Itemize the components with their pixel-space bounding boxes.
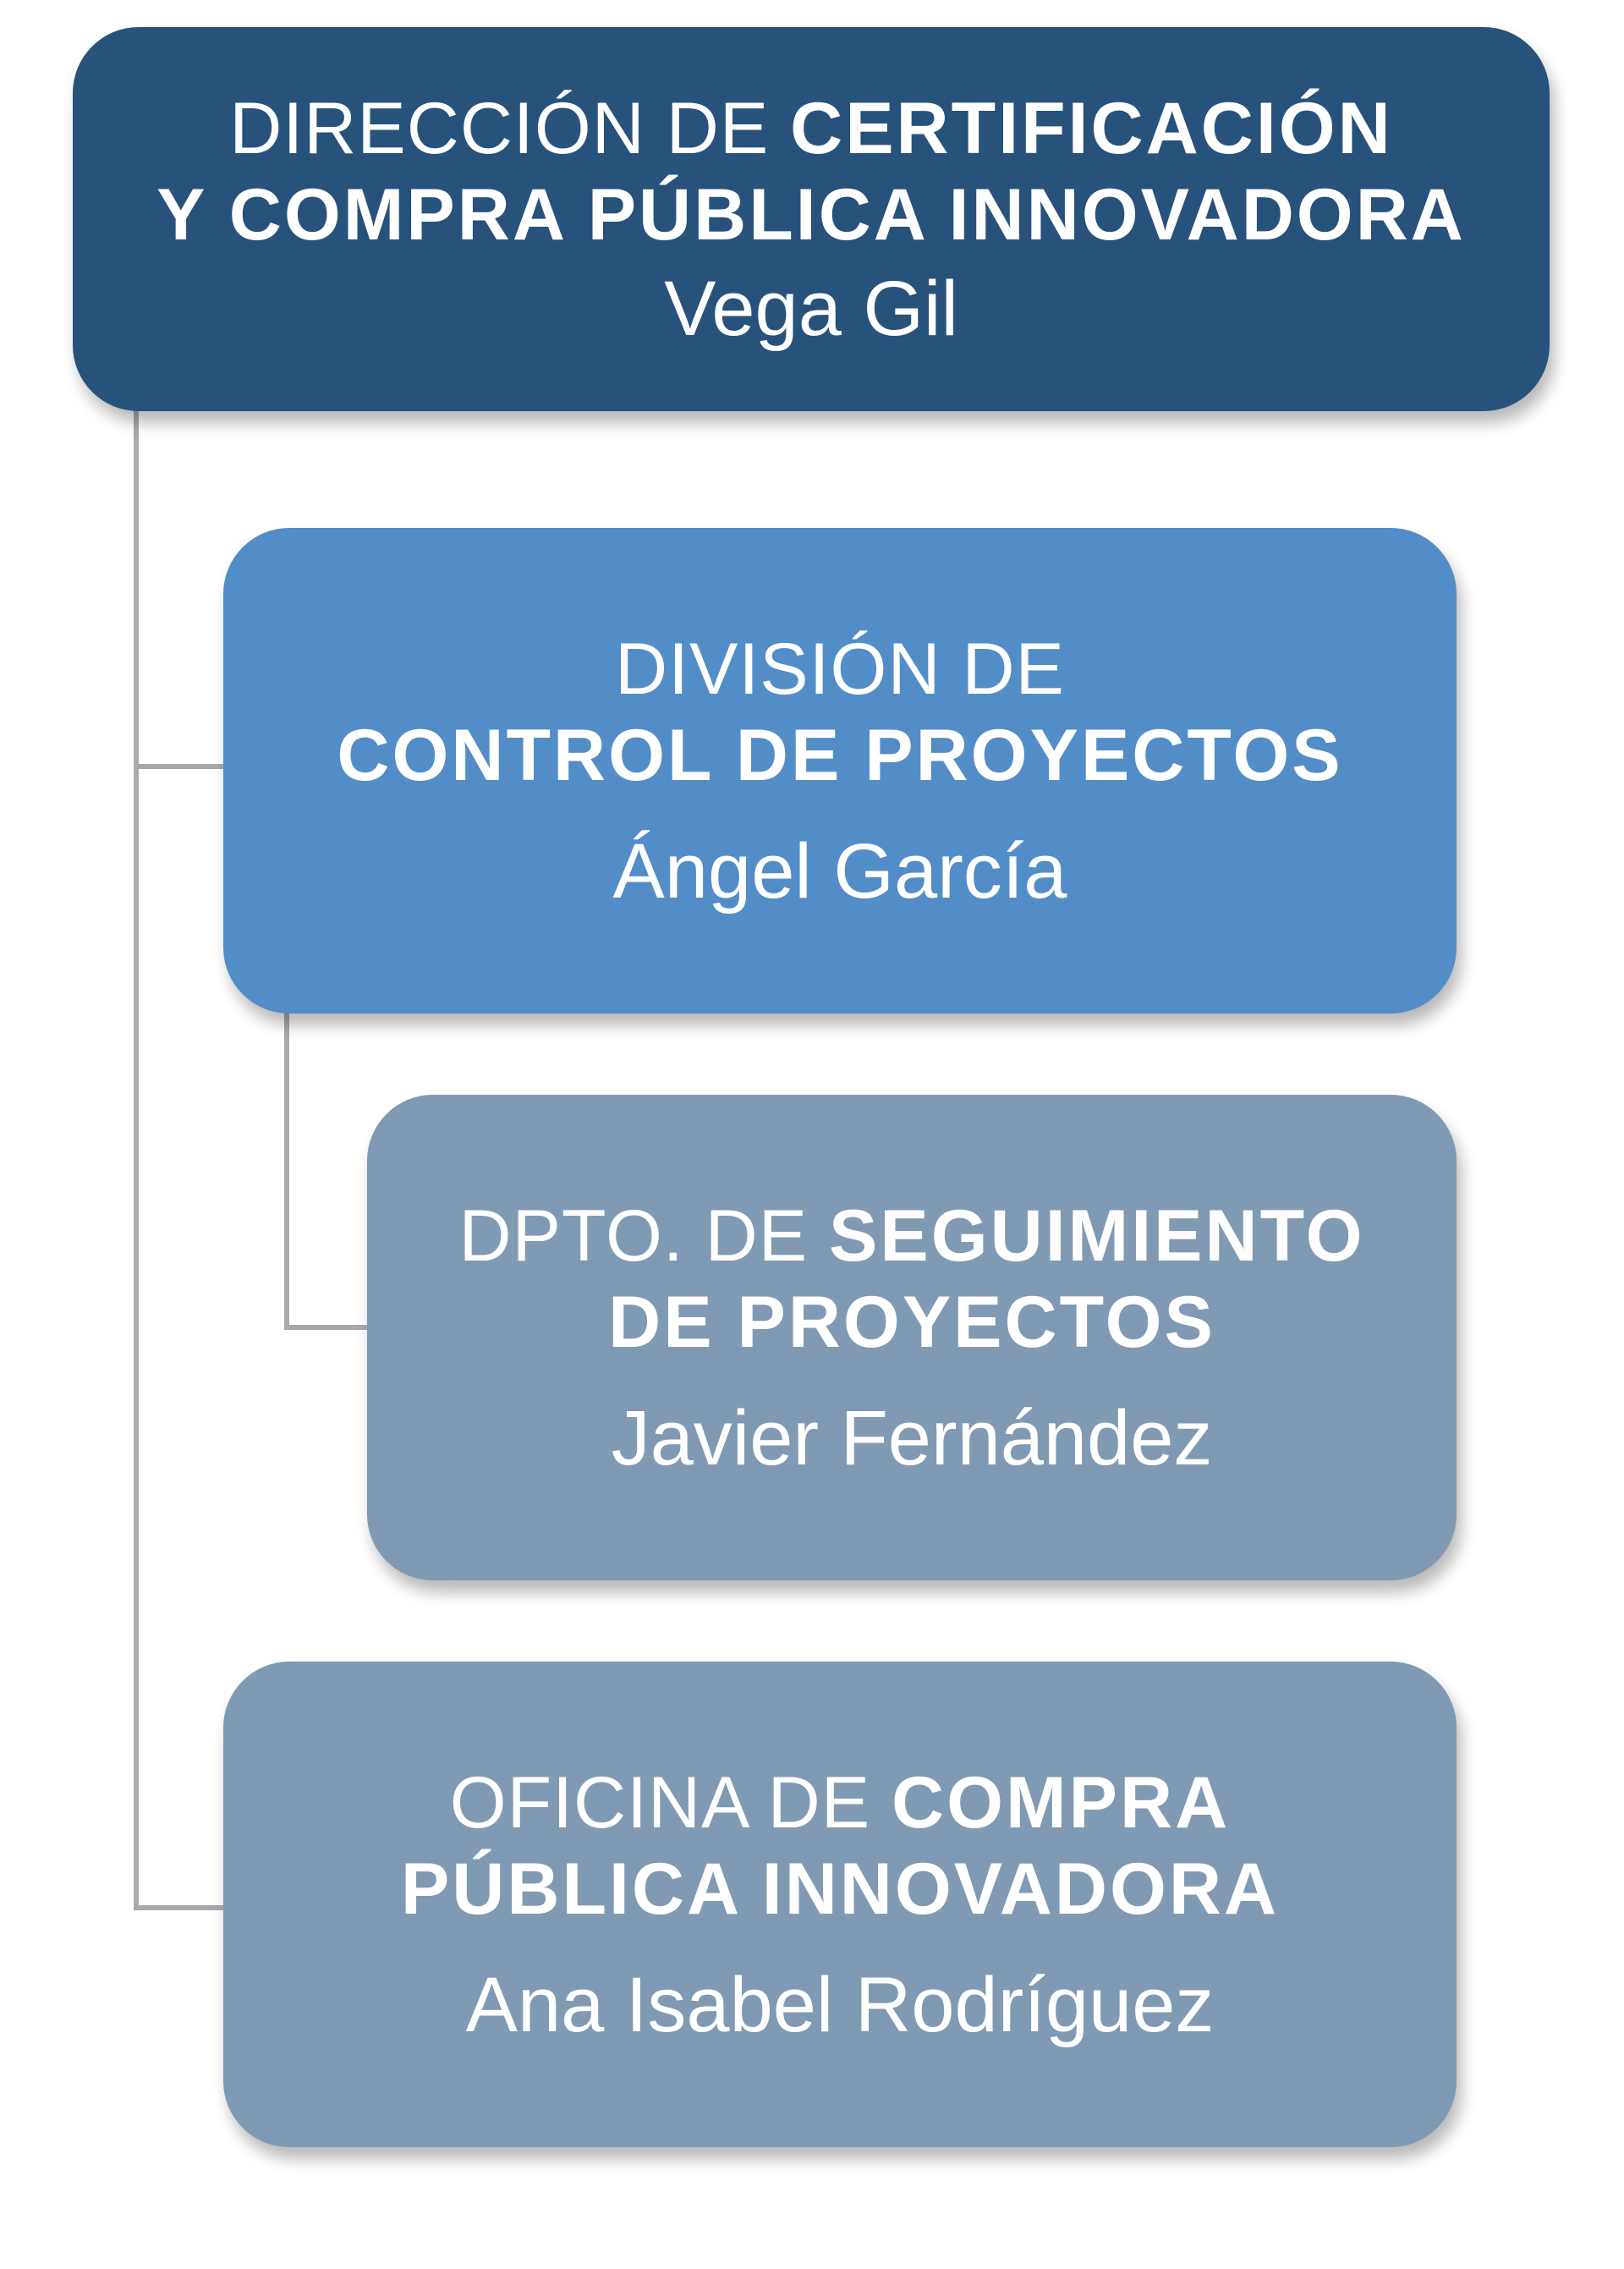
- direccion-title-bold-1: CERTIFICACIÓN: [790, 88, 1393, 169]
- direccion-title-bold-2: Y COMPRA PÚBLICA INNOVADORA: [156, 174, 1466, 255]
- division-title-bold: CONTROL DE PROYECTOS: [337, 715, 1343, 796]
- division-box: DIVISIÓN DE CONTROL DE PROYECTOS Ángel G…: [223, 528, 1457, 1014]
- direccion-title-prefix: DIRECCIÓN DE: [229, 88, 791, 169]
- departamento-person: Javier Fernández: [611, 1395, 1213, 1481]
- direccion-box: DIRECCIÓN DE CERTIFICACIÓN Y COMPRA PÚBL…: [73, 27, 1550, 411]
- division-horizontal-connector: [134, 764, 227, 769]
- departamento-title-bold-2: DE PROYECTOS: [608, 1282, 1215, 1363]
- oficina-title-prefix: OFICINA DE: [449, 1762, 892, 1843]
- departamento-box: DPTO. DE SEGUIMIENTO DE PROYECTOS Javier…: [367, 1095, 1457, 1580]
- direccion-title: DIRECCIÓN DE CERTIFICACIÓN Y COMPRA PÚBL…: [156, 85, 1466, 258]
- division-title: DIVISIÓN DE CONTROL DE PROYECTOS: [337, 626, 1342, 799]
- oficina-horizontal-connector: [134, 1905, 227, 1910]
- division-vertical-connector: [284, 1005, 289, 1330]
- departamento-title: DPTO. DE SEGUIMIENTO DE PROYECTOS: [459, 1193, 1365, 1365]
- oficina-title: OFICINA DE COMPRA PÚBLICA INNOVADORA: [401, 1760, 1279, 1932]
- oficina-title-bold-2: PÚBLICA INNOVADORA: [400, 1849, 1280, 1930]
- division-person: Ángel García: [612, 828, 1067, 915]
- oficina-title-bold-1: COMPRA: [892, 1762, 1231, 1843]
- oficina-person: Ana Isabel Rodríguez: [465, 1962, 1215, 2048]
- direccion-person: Vega Gil: [664, 266, 958, 352]
- departamento-title-bold-1: SEGUIMIENTO: [829, 1195, 1365, 1277]
- departamento-title-prefix: DPTO. DE: [458, 1195, 829, 1277]
- oficina-box: OFICINA DE COMPRA PÚBLICA INNOVADORA Ana…: [223, 1662, 1457, 2147]
- main-vertical-connector: [134, 398, 139, 1910]
- division-title-prefix: DIVISIÓN DE: [615, 629, 1065, 710]
- dpto-horizontal-connector: [284, 1325, 370, 1330]
